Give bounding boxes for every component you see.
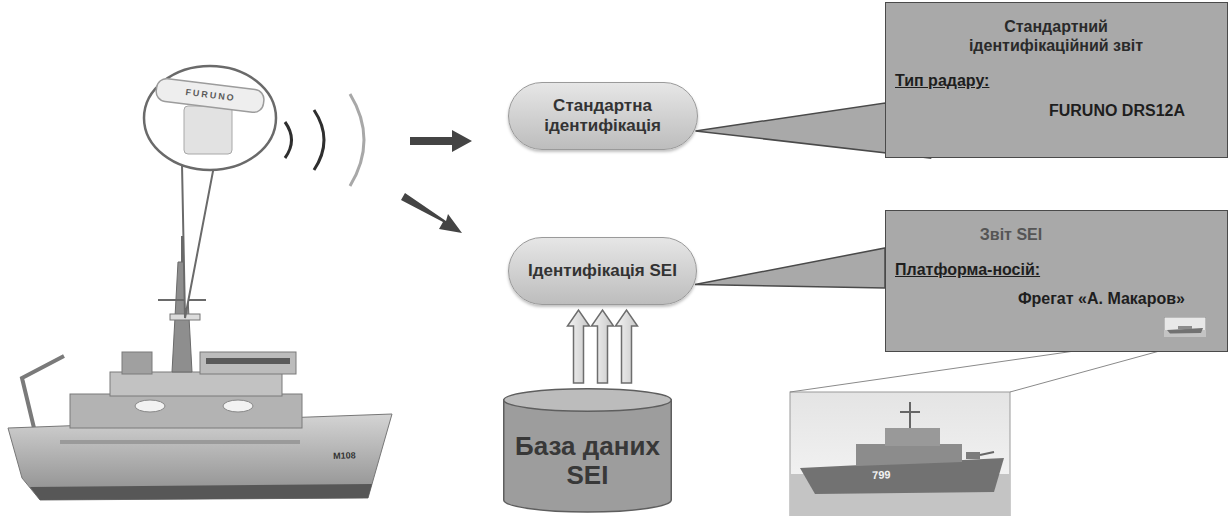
field-name: Платформа-носій:	[895, 260, 1040, 279]
database-label: База даних SEI	[503, 432, 672, 489]
wave	[314, 110, 324, 170]
callout-bubble	[144, 66, 276, 170]
cylinder-body	[504, 400, 672, 512]
waterline	[30, 484, 372, 500]
photo-frame	[790, 392, 1010, 516]
frigate-superstructure	[856, 444, 962, 466]
process-label: Стандартна ідентифікація	[528, 96, 678, 137]
flow-arrow	[616, 310, 638, 383]
callout-tail	[182, 164, 214, 318]
hull-number: 799	[872, 469, 891, 481]
flow-arrow	[592, 310, 614, 383]
bridge	[200, 352, 296, 374]
radar-callout	[144, 66, 276, 318]
radio-waves	[285, 94, 364, 186]
process-label: Ідентифікація SEI	[528, 261, 677, 281]
field-name: Тип радару:	[895, 71, 989, 90]
crane	[22, 356, 64, 428]
process-pill: Стандартна ідентифікація	[508, 82, 698, 150]
radar-antenna	[155, 78, 265, 114]
hull-number: M108	[333, 451, 356, 461]
frigate-superstructure	[885, 428, 940, 446]
funnel	[122, 352, 152, 374]
database-cylinder: База даних SEI	[503, 388, 672, 512]
frigate-mast	[909, 402, 911, 428]
flow-arrow	[568, 310, 590, 383]
thumbnail-ship	[1178, 326, 1192, 330]
signal-arrow	[401, 193, 462, 233]
cylinder-top	[504, 389, 672, 412]
bridge-windows	[206, 358, 290, 364]
ship-illustration	[8, 236, 392, 500]
superstructure	[70, 394, 302, 428]
report-callout: Стандартний ідентифікаційний звітТип рад…	[885, 2, 1228, 158]
superstructure	[110, 372, 282, 396]
report-title: Стандартний ідентифікаційний звіт	[939, 17, 1174, 55]
wave	[285, 122, 292, 158]
report-callout: Звіт SEI Платформа-носій: Фрегат «А. Макар…	[885, 210, 1228, 352]
signal-arrow	[410, 130, 472, 152]
callout-pointer	[695, 248, 885, 288]
frigate-photo	[790, 392, 1010, 516]
process-pill: Ідентифікація SEI	[508, 237, 697, 305]
photo-thumbnail	[1164, 317, 1206, 337]
callout-pointer	[695, 248, 885, 288]
frigate-gun	[966, 452, 980, 459]
radar-pedestal	[184, 106, 232, 154]
field-value: FURUNO DRS12A	[1049, 101, 1185, 120]
hull-stripe	[60, 440, 300, 444]
report-title: Звіт SEI	[980, 225, 1042, 244]
frigate-mast	[900, 411, 920, 413]
lifeboat	[223, 400, 253, 412]
flow-arrow	[568, 310, 638, 383]
frigate-gun	[980, 452, 994, 455]
lifeboat	[135, 400, 165, 412]
wave	[350, 94, 364, 186]
field-value: Фрегат «А. Макаров»	[1018, 289, 1185, 308]
thumbnail-frame	[1164, 317, 1206, 337]
yardarm	[158, 299, 206, 301]
